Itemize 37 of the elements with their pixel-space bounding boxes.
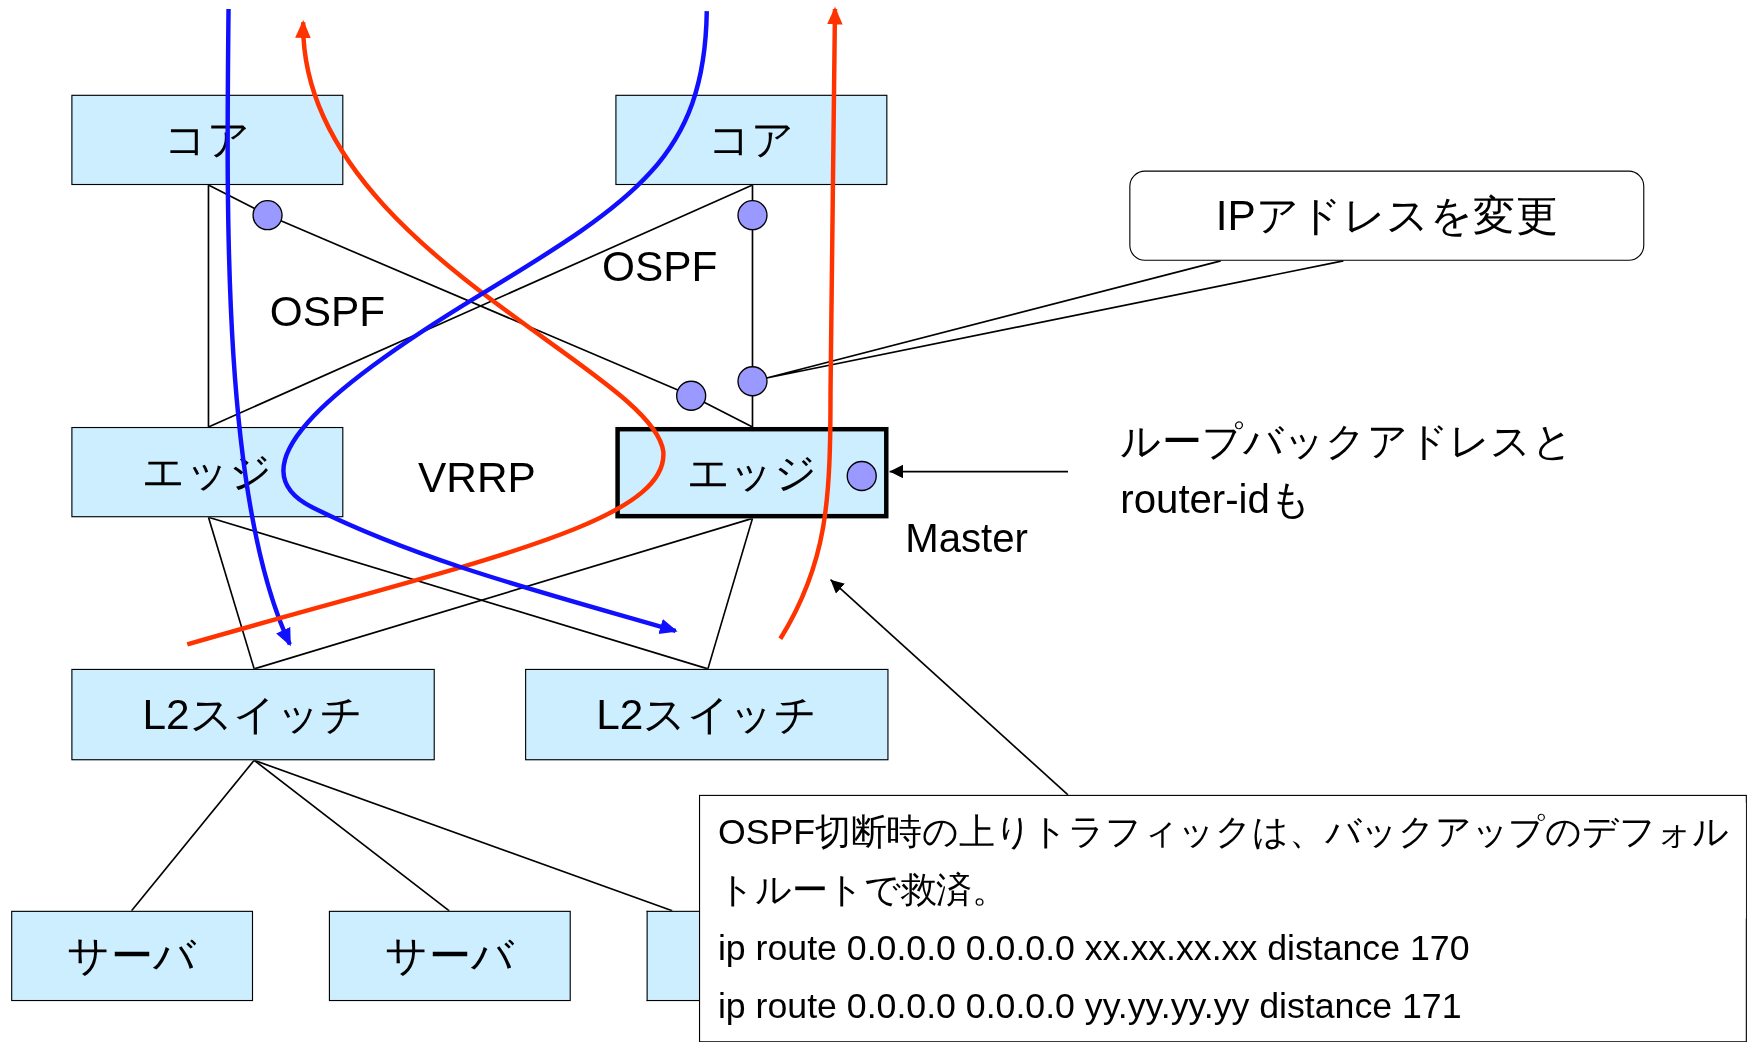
protocol-label: OSPF — [602, 243, 718, 291]
connector-line — [280, 220, 679, 391]
interface-dot — [846, 460, 878, 492]
interface-dot — [736, 199, 769, 231]
connector-line — [207, 516, 709, 670]
leader-line — [765, 260, 1345, 379]
device-box: エッジ — [615, 426, 889, 519]
role-label: Master — [905, 515, 1028, 562]
device-box — [646, 910, 699, 1002]
connector-line — [207, 184, 754, 428]
device-box: サーバ — [11, 910, 254, 1002]
interface-dot — [736, 365, 769, 397]
device-box: L2スイッチ — [525, 668, 889, 761]
connector-line — [707, 517, 754, 670]
connector-line — [253, 759, 451, 912]
connector-line — [253, 517, 754, 670]
device-box: L2スイッチ — [71, 668, 435, 761]
leader-line — [829, 578, 1069, 796]
connector-line — [207, 184, 256, 210]
connector-line — [751, 228, 754, 368]
callout-box: IPアドレスを変更 — [1129, 170, 1645, 261]
annotation-text: ループバックアドレスと router-idも — [1120, 412, 1600, 524]
connector-line — [130, 759, 255, 912]
note-box — [699, 794, 1747, 1042]
connector-line — [207, 184, 210, 428]
protocol-label: OSPF — [269, 287, 386, 336]
note-text: OSPF切断時の上りトラフィックは、バックアップのデフォルトルートで救済。 — [717, 802, 1746, 919]
connector-line — [703, 401, 754, 428]
device-box: コア — [615, 94, 888, 186]
connector-line — [751, 394, 754, 428]
protocol-label: VRRP — [418, 453, 536, 502]
arrow — [888, 464, 1069, 479]
interface-dot — [251, 199, 284, 231]
device-box: サーバ — [328, 910, 571, 1002]
interface-dot — [675, 380, 707, 412]
connector-line — [253, 759, 674, 912]
connector-line — [207, 516, 255, 670]
